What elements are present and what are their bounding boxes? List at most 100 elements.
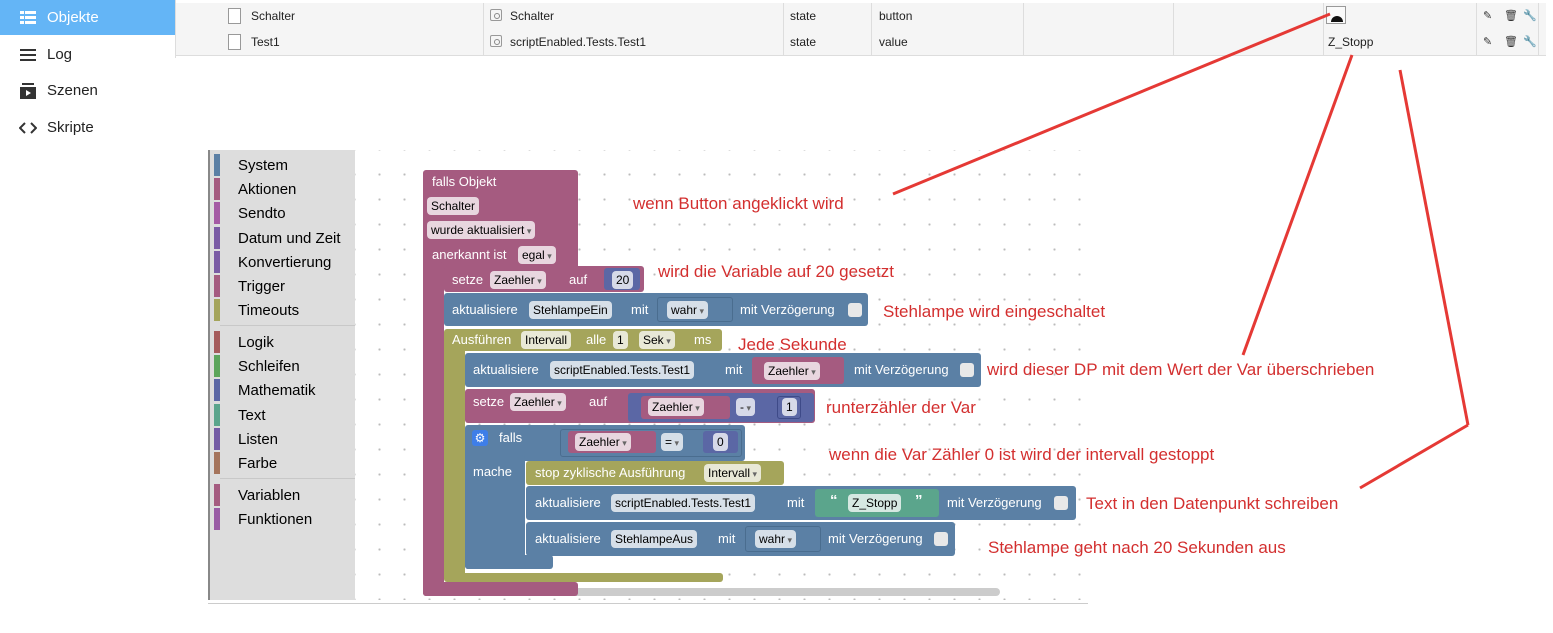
block-label: anerkannt ist (432, 247, 507, 262)
toolbox-category-listen[interactable]: Listen (210, 428, 278, 450)
number-field[interactable]: 1 (782, 398, 797, 416)
block-label: ms (694, 332, 712, 347)
event-block-footer (423, 582, 578, 596)
interval-block-footer (444, 573, 723, 582)
update-state-block[interactable] (526, 522, 955, 556)
pencil-icon[interactable]: ✎ (1483, 10, 1493, 22)
row-name: Schalter (251, 9, 296, 23)
delay-checkbox[interactable] (960, 363, 974, 377)
sidebar-item-szenen[interactable]: Szenen (0, 73, 175, 108)
block-label: mache (473, 464, 513, 479)
toolbox-category-farbe[interactable]: Farbe (210, 452, 277, 474)
variable-dropdown[interactable]: Zaehler (648, 398, 704, 416)
block-label: aktualisiere (452, 302, 518, 317)
sidebar-item-objekte[interactable]: Objekte (0, 0, 175, 35)
toolbox-category-funktionen[interactable]: Funktionen (210, 508, 312, 530)
arrow-line (892, 12, 1331, 196)
sidebar-item-skripte[interactable]: Skripte (0, 110, 175, 145)
toolbox-category-sendto[interactable]: Sendto (210, 202, 286, 224)
update-state-block[interactable] (444, 293, 868, 326)
annotation-text: Stehlampe geht nach 20 Sekunden aus (988, 538, 1286, 557)
toolbox-category-timeouts[interactable]: Timeouts (210, 299, 299, 321)
object-id-field[interactable]: StehlampeAus (611, 530, 698, 548)
arrow-line (1359, 423, 1469, 490)
variable-dropdown[interactable]: Zaehler (764, 362, 820, 380)
boolean-dropdown[interactable]: wahr (667, 301, 709, 319)
document-icon (228, 34, 241, 50)
row-role: button (879, 9, 913, 23)
workspace-scrollbar[interactable] (545, 588, 1000, 596)
interval-value-field[interactable]: 1 (613, 331, 628, 349)
block-label: mit Verzögerung (947, 495, 1042, 510)
object-id-field[interactable]: scriptEnabled.Tests.Test1 (550, 361, 695, 379)
toolbox-category-text[interactable]: Text (210, 404, 266, 426)
toolbox-category-aktionen[interactable]: Aktionen (210, 178, 296, 200)
trash-icon[interactable]: 🗑 (1504, 36, 1518, 48)
pencil-icon[interactable]: ✎ (1483, 36, 1493, 48)
toolbox-category-system[interactable]: System (210, 154, 288, 176)
operator-dropdown[interactable]: = (661, 433, 684, 451)
object-id-field[interactable]: scriptEnabled.Tests.Test1 (611, 494, 756, 512)
row-type: state (790, 9, 817, 23)
interval-unit-dropdown[interactable]: Sek (639, 331, 675, 349)
block-label: alle (586, 332, 607, 347)
interval-dropdown[interactable]: Intervall (704, 464, 762, 482)
gear-icon[interactable]: ⚙ (472, 430, 488, 446)
block-label: stop zyklische Ausführung (535, 465, 686, 480)
block-label: setze (473, 394, 505, 409)
delay-checkbox[interactable] (934, 532, 948, 546)
block-label: mit (787, 495, 805, 510)
ack-dropdown[interactable]: egal (518, 246, 556, 264)
annotation-text: Stehlampe wird eingeschaltet (883, 302, 1106, 321)
block-label: falls (499, 430, 523, 445)
interval-block-body (444, 345, 465, 581)
toolbox-category-variablen[interactable]: Variablen (210, 484, 300, 506)
block-label: falls Objekt (432, 174, 497, 189)
sidebar-item-label: Skripte (47, 119, 94, 136)
table-row[interactable]: Test1 scriptEnabled.Tests.Test1 state va… (176, 29, 1546, 56)
annotation-text: wird dieser DP mit dem Wert der Var über… (987, 360, 1375, 379)
toolbox-category-logik[interactable]: Logik (210, 331, 274, 353)
number-field[interactable]: 20 (612, 271, 634, 289)
object-id-field[interactable]: Schalter (427, 197, 480, 215)
row-value[interactable]: Z_Stopp (1328, 35, 1374, 49)
toolbox-category-trigger[interactable]: Trigger (210, 275, 285, 297)
delay-checkbox[interactable] (1054, 496, 1068, 510)
delay-checkbox[interactable] (848, 303, 862, 317)
annotation-text: runterzähler der Var (826, 398, 976, 417)
state-icon (490, 9, 502, 21)
block-label: setze (452, 272, 484, 287)
annotation-text: wenn die Var Zähler 0 ist wird der inter… (829, 445, 1215, 464)
lines-icon (19, 47, 37, 63)
toolbox-category-datum-und-zeit[interactable]: Datum und Zeit (210, 227, 341, 249)
trigger-dropdown[interactable]: wurde aktualisiert (427, 221, 536, 239)
toolbox-category-konvertierung[interactable]: Konvertierung (210, 251, 331, 273)
toolbox-category-mathematik[interactable]: Mathematik (210, 379, 316, 401)
text-field[interactable]: Z_Stopp (848, 494, 902, 512)
annotation-text: wird die Variable auf 20 gesetzt (658, 262, 894, 281)
number-field[interactable]: 0 (713, 433, 728, 451)
operator-dropdown[interactable]: - (736, 398, 756, 416)
blockly-toolbox: System Aktionen Sendto Datum und Zeit Ko… (208, 150, 357, 600)
state-icon (490, 35, 502, 47)
sidebar-item-label: Objekte (47, 9, 99, 26)
variable-dropdown[interactable]: Zaehler (575, 433, 631, 451)
interval-name-field[interactable]: Intervall (521, 331, 572, 349)
button-bell-icon[interactable] (1326, 6, 1346, 24)
quote-open-icon: “ (830, 492, 838, 509)
wrench-icon[interactable]: 🔧 (1523, 36, 1537, 48)
scenes-icon (19, 82, 37, 99)
boolean-dropdown[interactable]: wahr (755, 530, 797, 548)
object-id-field[interactable]: StehlampeEin (529, 301, 612, 319)
sidebar-item-label: Szenen (47, 82, 98, 99)
sidebar-item-log[interactable]: Log (0, 37, 175, 72)
block-label: mit (631, 302, 649, 317)
variable-dropdown[interactable]: Zaehler (490, 271, 546, 289)
toolbox-category-schleifen[interactable]: Schleifen (210, 355, 300, 377)
block-label: mit Verzögerung (828, 531, 923, 546)
trash-icon[interactable]: 🗑 (1504, 10, 1518, 22)
wrench-icon[interactable]: 🔧 (1523, 10, 1537, 22)
row-id: scriptEnabled.Tests.Test1 (510, 35, 647, 49)
variable-dropdown[interactable]: Zaehler (510, 393, 566, 411)
block-label: Ausführen (452, 332, 512, 347)
